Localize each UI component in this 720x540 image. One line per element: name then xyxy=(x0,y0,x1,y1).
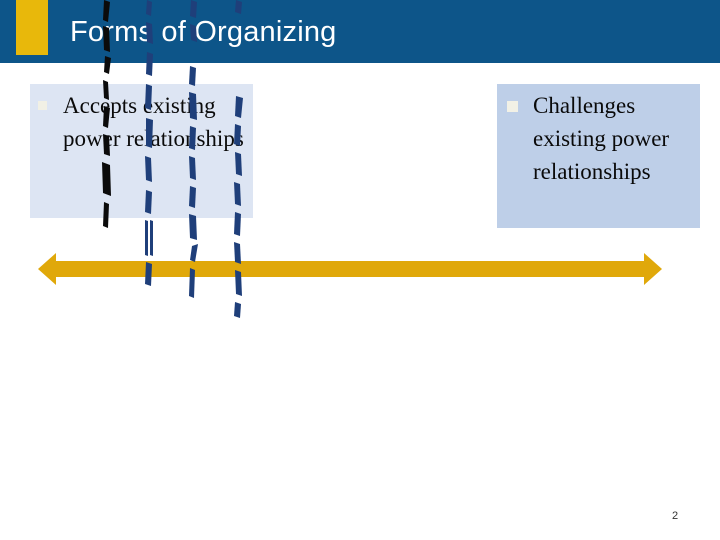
page-title: Forms of Organizing xyxy=(70,16,337,48)
double-headed-arrow-icon xyxy=(38,253,662,285)
square-bullet-icon xyxy=(507,101,518,112)
right-content-box: Challenges existing power relationships xyxy=(497,84,700,228)
double-headed-arrow xyxy=(30,248,670,290)
slide-header-band: Forms of Organizing xyxy=(0,0,720,63)
page-number: 2 xyxy=(671,510,679,522)
square-bullet-icon xyxy=(38,101,47,110)
header-accent-block xyxy=(16,0,48,55)
right-bullet-text: Challenges existing power relationships xyxy=(533,93,670,184)
left-content-box: Accepts existing power relationships xyxy=(30,84,253,218)
left-bullet-text: Accepts existing power relationships xyxy=(63,93,244,151)
